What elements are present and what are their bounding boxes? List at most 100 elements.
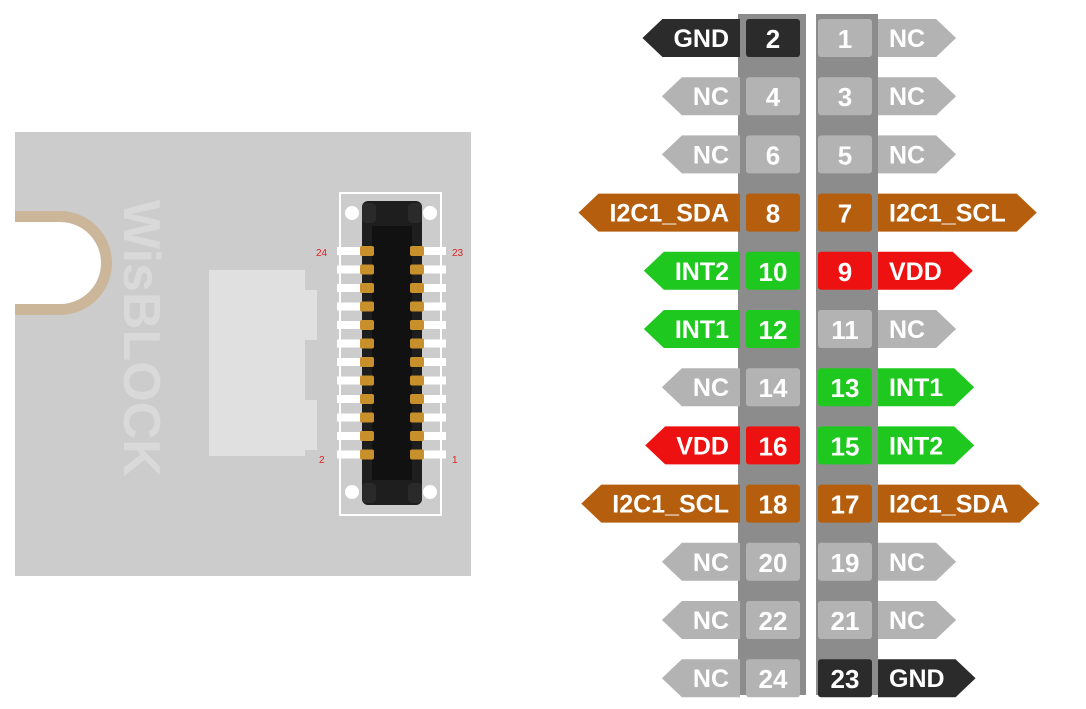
pin-16-number-box (746, 426, 800, 465)
connector-pad (337, 432, 361, 440)
pin-17-label-arrow (878, 484, 1040, 523)
pin-4-number: 4 (766, 82, 781, 112)
connector-pad (337, 265, 361, 274)
connector-pad (337, 284, 361, 292)
pin-7-label: I2C1_SCL (889, 200, 1006, 228)
pin-17-label: I2C1_SDA (889, 491, 1009, 519)
connector-contact (360, 375, 374, 386)
pin-4-label-arrow (661, 77, 740, 116)
pin-15-label-arrow (878, 426, 975, 465)
pin-12-label: INT1 (675, 316, 729, 344)
pin-22-number: 22 (759, 606, 788, 636)
pin-11-number-box (818, 310, 872, 348)
connector-label-1: 1 (452, 455, 458, 466)
connector-pad (422, 358, 446, 366)
connector-contact (360, 283, 374, 293)
pin-22-number-box (746, 601, 800, 639)
pin-3-number-box (818, 77, 872, 116)
connector-pad (337, 413, 361, 422)
connector-contact (360, 394, 374, 404)
connector-pad (422, 395, 446, 403)
connector-contact (410, 338, 424, 349)
connector-pad (337, 321, 361, 329)
pin-22-label-arrow (661, 601, 740, 639)
pin-19-label: NC (889, 549, 925, 577)
pin-17-number: 17 (831, 490, 860, 520)
pin-5-label: NC (889, 141, 925, 169)
pin-7-number: 7 (838, 199, 852, 229)
pin-15-number-box (818, 426, 872, 465)
connector-pad (337, 247, 361, 255)
connector-contact (410, 431, 424, 441)
connector-contact (410, 264, 424, 275)
pin-19-number-box (818, 542, 872, 581)
board-silkscreen-text: WisBLOCK (112, 200, 170, 477)
pin-3-label: NC (889, 83, 925, 111)
connector-contact (360, 301, 374, 312)
pin-12-number-box (746, 310, 800, 348)
pin-9-number: 9 (838, 257, 852, 287)
connector-contact (410, 394, 424, 404)
pin-22-label: NC (693, 607, 729, 635)
left-pin-strip (738, 14, 806, 695)
connector-pad (422, 339, 446, 348)
pin-16-number: 16 (759, 431, 788, 461)
pin-12-label-arrow (643, 310, 740, 348)
pin-23-label-arrow (878, 659, 976, 698)
pin-7-number-box (818, 193, 872, 232)
connector-pad (337, 376, 361, 385)
pin-13-label: INT1 (889, 374, 943, 402)
connector-contact (410, 357, 424, 367)
connector-contact (410, 246, 424, 256)
connector-pad (337, 302, 361, 311)
pin-2-number-box (746, 19, 800, 57)
pin-8-label-arrow (578, 193, 740, 232)
pin-2-label: GND (673, 25, 729, 53)
pin-9-label: VDD (889, 258, 942, 286)
connector-pad (422, 321, 446, 329)
pin-6-number-box (746, 135, 800, 174)
pin-7-label-arrow (878, 193, 1037, 232)
pin-23-label: GND (889, 665, 945, 693)
pin-15-number: 15 (831, 431, 860, 461)
pin-21-number: 21 (831, 606, 860, 636)
board-connector (337, 192, 446, 516)
connector-pad (422, 413, 446, 422)
pin-11-number: 11 (831, 315, 859, 345)
connector-pad (337, 450, 361, 459)
pin-5-number-box (818, 135, 872, 174)
pin-2-label-arrow (642, 19, 740, 57)
connector-contact (410, 283, 424, 293)
connector-pad (422, 450, 446, 459)
connector-pad (337, 358, 361, 366)
pin-6-label-arrow (661, 135, 740, 174)
pin-6-number: 6 (766, 140, 780, 170)
wisblock-board-illustration: WisBLOCK 24 23 2 1 (15, 132, 471, 576)
connector-contact (360, 320, 374, 330)
connector-contact (410, 412, 424, 423)
pin-11-label-arrow (878, 310, 957, 348)
connector-contact (360, 412, 374, 423)
pin-18-label-arrow (581, 484, 740, 523)
pin-21-number-box (818, 601, 872, 639)
pin-20-label: NC (693, 549, 729, 577)
pin-18-number-box (746, 484, 800, 523)
pin-14-number-box (746, 368, 800, 407)
pin-1-number: 1 (838, 24, 852, 54)
pin-21-label: NC (889, 607, 925, 635)
connector-pad (422, 376, 446, 385)
pin-1-label-arrow (878, 19, 957, 57)
pin-20-number-box (746, 542, 800, 581)
pin-17-number-box (818, 484, 872, 523)
pin-9-label-arrow (878, 251, 973, 290)
pin-3-number: 3 (838, 82, 852, 112)
pin-9-number-box (818, 251, 872, 290)
pin-10-label-arrow (643, 251, 740, 290)
pin-23-number-box (818, 659, 872, 698)
connector-contact (360, 264, 374, 275)
connector-contact (360, 449, 374, 460)
pin-1-label: NC (889, 25, 925, 53)
connector-contact (410, 301, 424, 312)
pin-4-label: NC (693, 83, 729, 111)
